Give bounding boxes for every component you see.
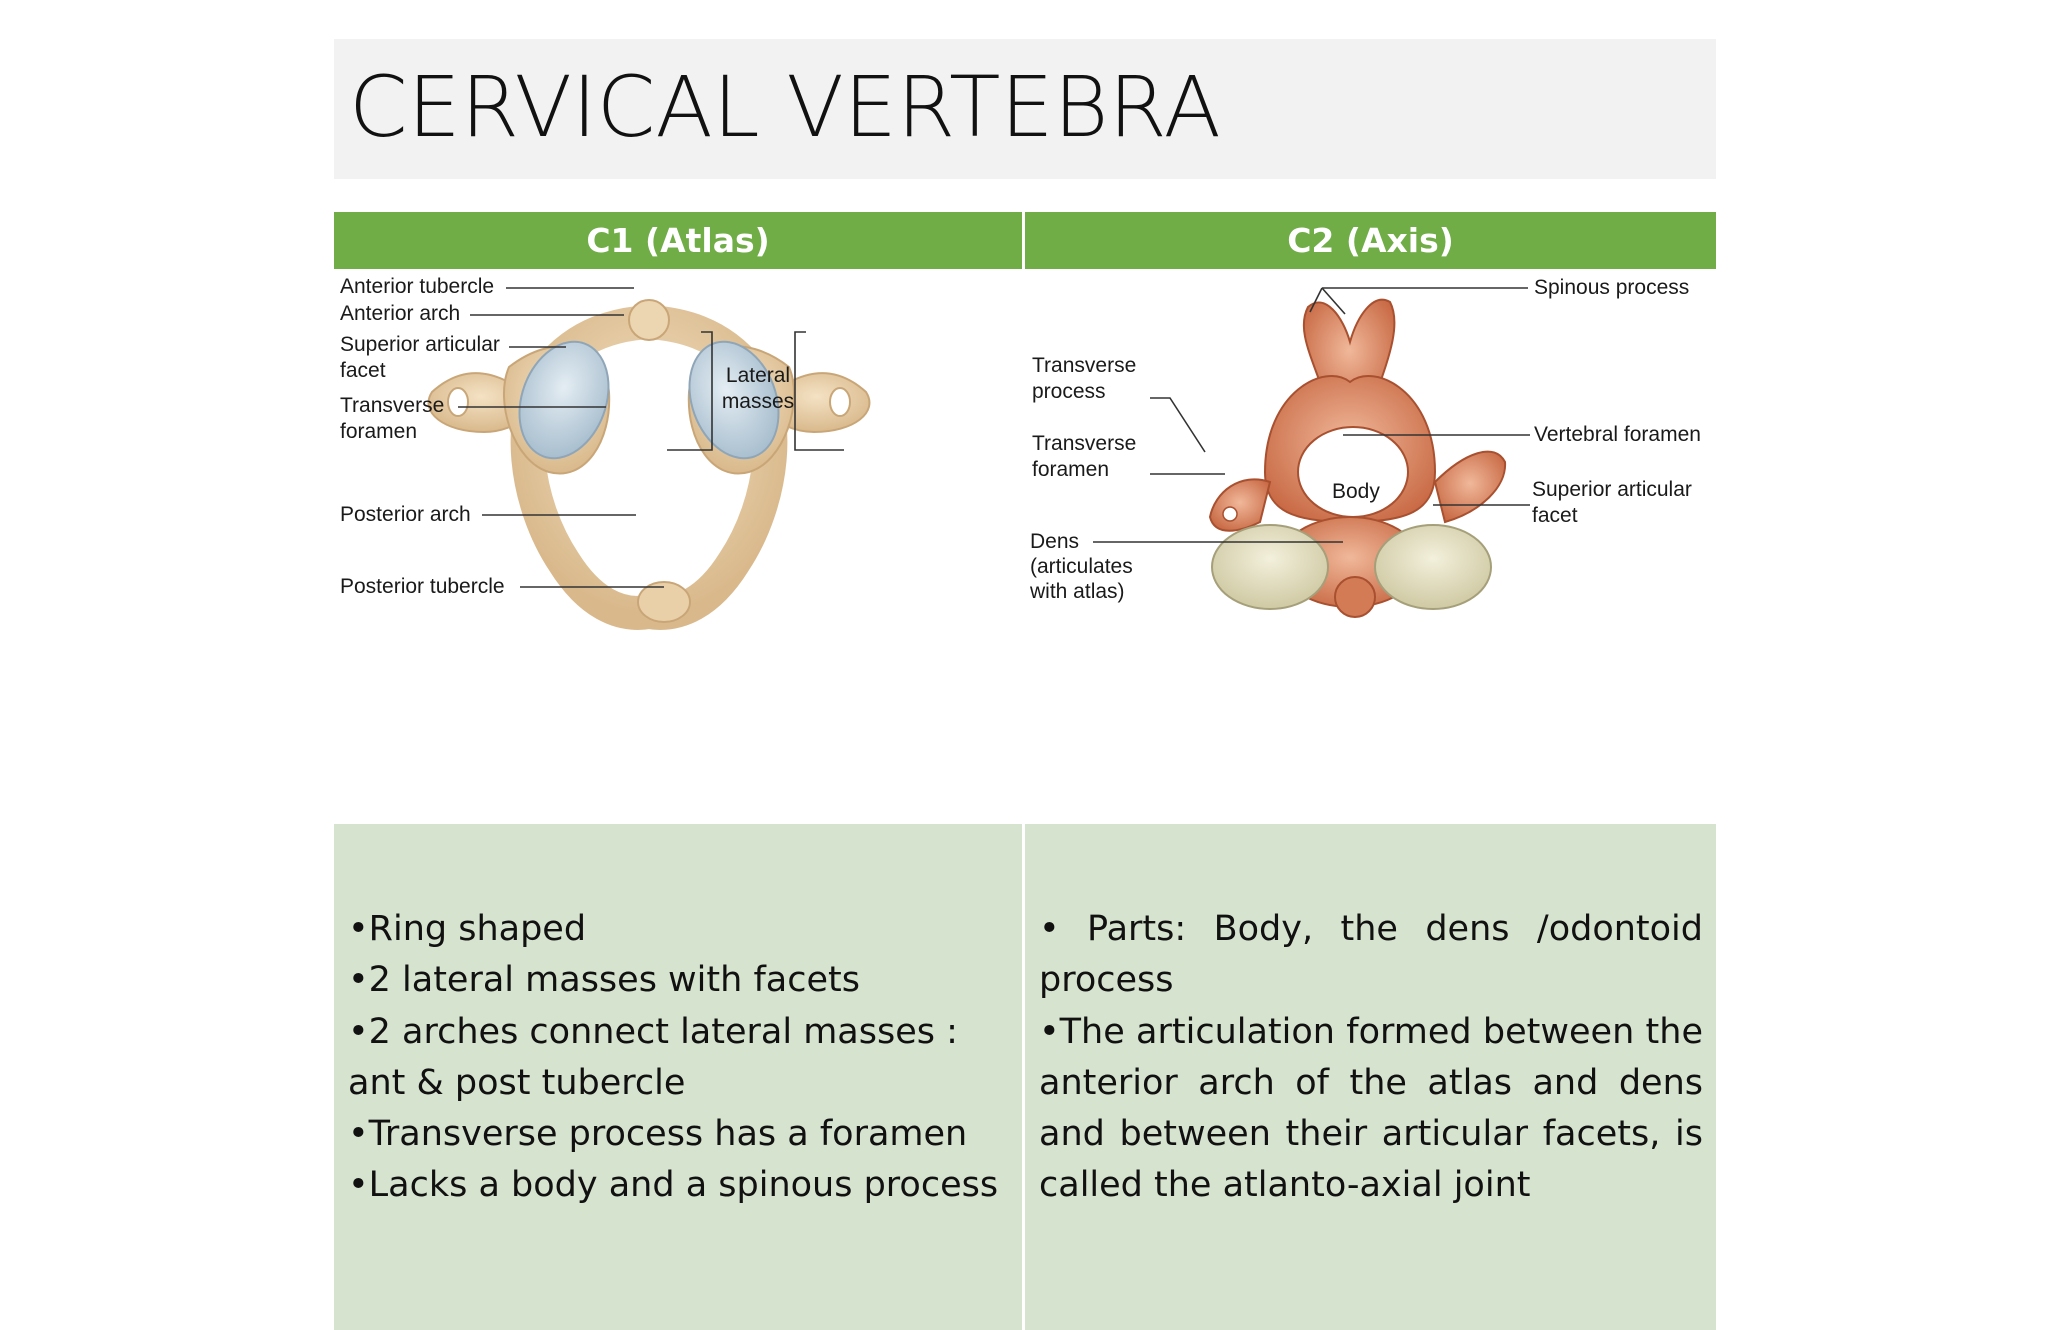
- label-transverse-2: Transverse: [1032, 432, 1136, 455]
- label-vertebral-foramen: Vertebral foramen: [1534, 423, 1701, 446]
- axis-labels: Spinous process Transverse process Verte…: [1029, 276, 1701, 603]
- label-anterior-arch: Anterior arch: [340, 302, 460, 325]
- header-atlas: C1 (Atlas): [334, 212, 1022, 269]
- list-item: •Transverse process has a foramen: [348, 1114, 968, 1155]
- label-posterior-tubercle: Posterior tubercle: [340, 575, 505, 598]
- comparison-table: C1 (Atlas) C2 (Axis): [334, 212, 1716, 1330]
- label-posterior-arch: Posterior arch: [340, 503, 471, 526]
- atlas-labels: Anterior tubercle Anterior arch Superior…: [340, 275, 794, 598]
- axis-points-list: • Parts: Body, the dens /odontoid proces…: [1039, 904, 1703, 1212]
- label-body: Body: [1332, 480, 1380, 503]
- label-dens-articulates: (articulates: [1030, 555, 1133, 578]
- label-transverse-1: Transverse: [1032, 354, 1136, 377]
- list-item: •The articulation formed between the ant…: [1039, 1011, 1703, 1206]
- label-transverse-foramen: foramen: [1032, 458, 1109, 481]
- list-item: •2 arches connect lateral masses : ant &…: [348, 1011, 958, 1103]
- list-item: • Parts: Body, the dens /odontoid proces…: [1039, 909, 1703, 1001]
- label-superior-articular: Superior articular: [1532, 478, 1692, 501]
- label-masses: masses: [722, 390, 794, 413]
- list-item: •Ring shaped: [348, 909, 587, 949]
- axis-description-cell: • Parts: Body, the dens /odontoid proces…: [1025, 824, 1716, 1330]
- label-superior-articular-facet: facet: [340, 359, 386, 382]
- atlas-leader-lines: [458, 287, 844, 588]
- axis-figure: Spinous process Transverse process Verte…: [1029, 276, 1701, 618]
- label-dens-with-atlas: with atlas): [1029, 580, 1125, 603]
- label-dens: Dens: [1030, 530, 1079, 553]
- label-lateral: Lateral: [726, 364, 790, 387]
- atlas-figure-cell: Anterior tubercle Anterior arch Superior…: [334, 272, 1022, 822]
- title-band: [334, 39, 1716, 179]
- axis-figure-cell: Spinous process Transverse process Verte…: [1025, 272, 1716, 822]
- label-transverse-foramen: foramen: [340, 420, 417, 443]
- label-transverse: Transverse: [340, 394, 444, 417]
- atlas-description-cell: •Ring shaped •2 lateral masses with face…: [334, 824, 1022, 1330]
- atlas-points-list: •Ring shaped •2 lateral masses with face…: [348, 904, 1014, 1212]
- label-superior-articular: Superior articular: [340, 333, 500, 356]
- label-superior-articular-facet: facet: [1532, 504, 1578, 527]
- label-anterior-tubercle: Anterior tubercle: [340, 275, 494, 298]
- axis-leader-lines: [1093, 287, 1530, 543]
- atlas-figure: Anterior tubercle Anterior arch Superior…: [340, 275, 871, 630]
- axis-bone: [1208, 298, 1507, 618]
- label-transverse-process: process: [1032, 380, 1106, 403]
- header-axis: C2 (Axis): [1025, 212, 1716, 269]
- column-divider: [1022, 212, 1025, 1118]
- slide-title: CERVICAL VERTEBRA: [349, 58, 1221, 156]
- label-spinous-process: Spinous process: [1534, 276, 1689, 299]
- list-item: •Lacks a body and a spinous process: [348, 1165, 999, 1206]
- list-item: •2 lateral masses with facets: [348, 960, 860, 1001]
